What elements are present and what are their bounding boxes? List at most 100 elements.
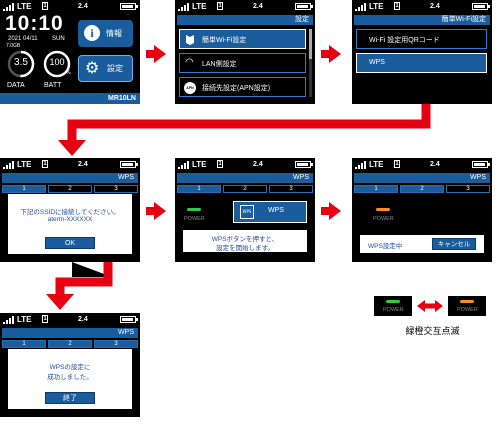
batt-label: BATT xyxy=(44,82,62,89)
network-type: LTE xyxy=(369,160,384,169)
status-bar: LTE 1 2.4 xyxy=(352,158,492,171)
settings-screen: LTE 1 2.4 設定 簡単Wi-Fi設定 ◠ LAN側設定 APN 接続先設… xyxy=(175,0,315,104)
sim-icon: 1 xyxy=(394,160,400,168)
home-screen: LTE 1 2.4 10:10 2021 04/11 SUN 7.0GB 3.5… xyxy=(0,0,140,104)
settings-button[interactable]: ⚙ 設定 xyxy=(78,55,133,82)
data-gauge xyxy=(7,50,35,78)
network-type: LTE xyxy=(17,315,32,324)
flow-arrow xyxy=(146,202,166,220)
model-name: MR10LN xyxy=(0,93,140,104)
info-button[interactable]: i 情報 xyxy=(78,20,133,47)
menu-item-easy-wifi[interactable]: 簡単Wi-Fi設定 xyxy=(179,29,306,49)
power-label: POWER xyxy=(457,307,478,313)
signal-icon xyxy=(3,161,14,169)
wifi-band: 2.4 xyxy=(78,316,88,323)
wifi-band: 2.4 xyxy=(78,161,88,168)
success-line-1: WPSの設定に xyxy=(49,364,91,371)
power-led-green xyxy=(386,300,400,303)
step-indicator: 1 2 3 xyxy=(177,185,313,193)
progress-message: WPS設定中 xyxy=(368,243,403,250)
legend-green-box: POWER xyxy=(374,296,412,316)
wps-step1-screen: LTE 1 2.4 WPS 1 2 3 下記のSSIDに接続してください。 at… xyxy=(0,158,140,262)
ok-button[interactable]: OK xyxy=(45,237,95,249)
status-bar: LTE 1 2.4 xyxy=(0,0,140,13)
ssid-value: aterm-XXXXXX xyxy=(47,216,93,223)
battery-icon xyxy=(472,161,490,168)
step-2: 2 xyxy=(48,185,92,193)
instruction-line-1: WPSボタンを押すと、 xyxy=(211,236,279,243)
easy-wifi-icon xyxy=(186,35,194,45)
wifi-band: 2.4 xyxy=(253,3,263,10)
easy-wifi-screen: LTE 1 2.4 簡単Wi-Fi設定 Wi-Fi 設定用QRコード WPS xyxy=(352,0,492,104)
clock-time: 10:10 xyxy=(5,12,64,35)
page-title: 設定 xyxy=(177,15,313,25)
finish-button[interactable]: 終了 xyxy=(45,392,95,404)
wifi-icon: ◠ xyxy=(185,57,194,68)
step-1: 1 xyxy=(354,185,398,193)
menu-item-lan[interactable]: ◠ LAN側設定 xyxy=(179,53,306,73)
battery-icon xyxy=(120,3,138,10)
signal-icon xyxy=(3,316,14,324)
step-1: 1 xyxy=(2,340,46,348)
page-title: 簡単Wi-Fi設定 xyxy=(354,15,490,25)
sim-icon: 1 xyxy=(42,160,48,168)
wps-step2-screen: LTE 1 2.4 WPS 1 2 3 POWER WPS WPS WPSボタン… xyxy=(175,158,315,262)
network-type: LTE xyxy=(192,160,207,169)
power-label: POWER xyxy=(184,216,205,222)
wifi-band: 2.4 xyxy=(253,161,263,168)
battery-icon xyxy=(120,316,138,323)
step-indicator: 1 2 3 xyxy=(2,340,138,348)
status-bar: LTE 1 2.4 xyxy=(175,0,315,13)
flow-arrow xyxy=(321,45,341,63)
wps-progress: WPS設定中 キャンセル xyxy=(360,235,484,253)
gear-icon: ⚙ xyxy=(85,58,100,77)
clock-date: 2021 04/11 xyxy=(8,36,38,42)
status-bar: LTE 1 2.4 xyxy=(0,158,140,171)
flow-arrow xyxy=(321,202,341,220)
settings-label: 設定 xyxy=(107,64,123,73)
battery-icon xyxy=(120,161,138,168)
wifi-band: 2.4 xyxy=(430,3,440,10)
power-label: POWER xyxy=(383,307,404,313)
power-label: POWER xyxy=(373,216,394,222)
wps-button[interactable]: WPS WPS xyxy=(233,201,307,223)
wps-icon: WPS xyxy=(240,205,254,219)
step-3: 3 xyxy=(269,185,313,193)
apn-icon: APN xyxy=(184,82,196,94)
step-3: 3 xyxy=(94,340,138,348)
sim-icon: 1 xyxy=(394,2,400,10)
step-indicator: 1 2 3 xyxy=(354,185,490,193)
scrollbar[interactable] xyxy=(309,29,312,97)
step-indicator: 1 2 3 xyxy=(2,185,138,193)
menu-item-apn[interactable]: APN 接続先設定(APN設定) xyxy=(179,77,306,97)
power-led-orange xyxy=(460,300,474,303)
step-2: 2 xyxy=(400,185,444,193)
step-2: 2 xyxy=(223,185,267,193)
battery-gauge xyxy=(43,50,71,78)
menu-item-qr-code[interactable]: Wi-Fi 設定用QRコード xyxy=(356,29,487,49)
menu-item-wps[interactable]: WPS xyxy=(356,53,487,73)
signal-icon xyxy=(355,161,366,169)
signal-icon xyxy=(355,3,366,11)
battery-icon xyxy=(472,3,490,10)
data-value: 3.5 xyxy=(14,57,28,68)
cancel-button[interactable]: キャンセル xyxy=(432,238,476,250)
wifi-band: 2.4 xyxy=(78,3,88,10)
page-title: WPS xyxy=(2,328,138,338)
sim-icon: 1 xyxy=(42,2,48,10)
wps-button-label: WPS xyxy=(268,207,284,214)
signal-icon xyxy=(178,161,189,169)
menu-item-label: Wi-Fi 設定用QRコード xyxy=(369,37,440,44)
step-1: 1 xyxy=(2,185,46,193)
power-led-green xyxy=(187,208,201,211)
step-2: 2 xyxy=(48,340,92,348)
legend-caption: 緑橙交互点滅 xyxy=(405,327,460,337)
info-icon: i xyxy=(84,25,100,41)
double-arrow-icon xyxy=(417,300,443,312)
step-3: 3 xyxy=(446,185,490,193)
signal-icon xyxy=(178,3,189,11)
ssid-dialog: 下記のSSIDに接続してください。 aterm-XXXXXX OK xyxy=(8,194,132,254)
status-bar: LTE 1 2.4 xyxy=(352,0,492,13)
sim-icon: 1 xyxy=(217,160,223,168)
